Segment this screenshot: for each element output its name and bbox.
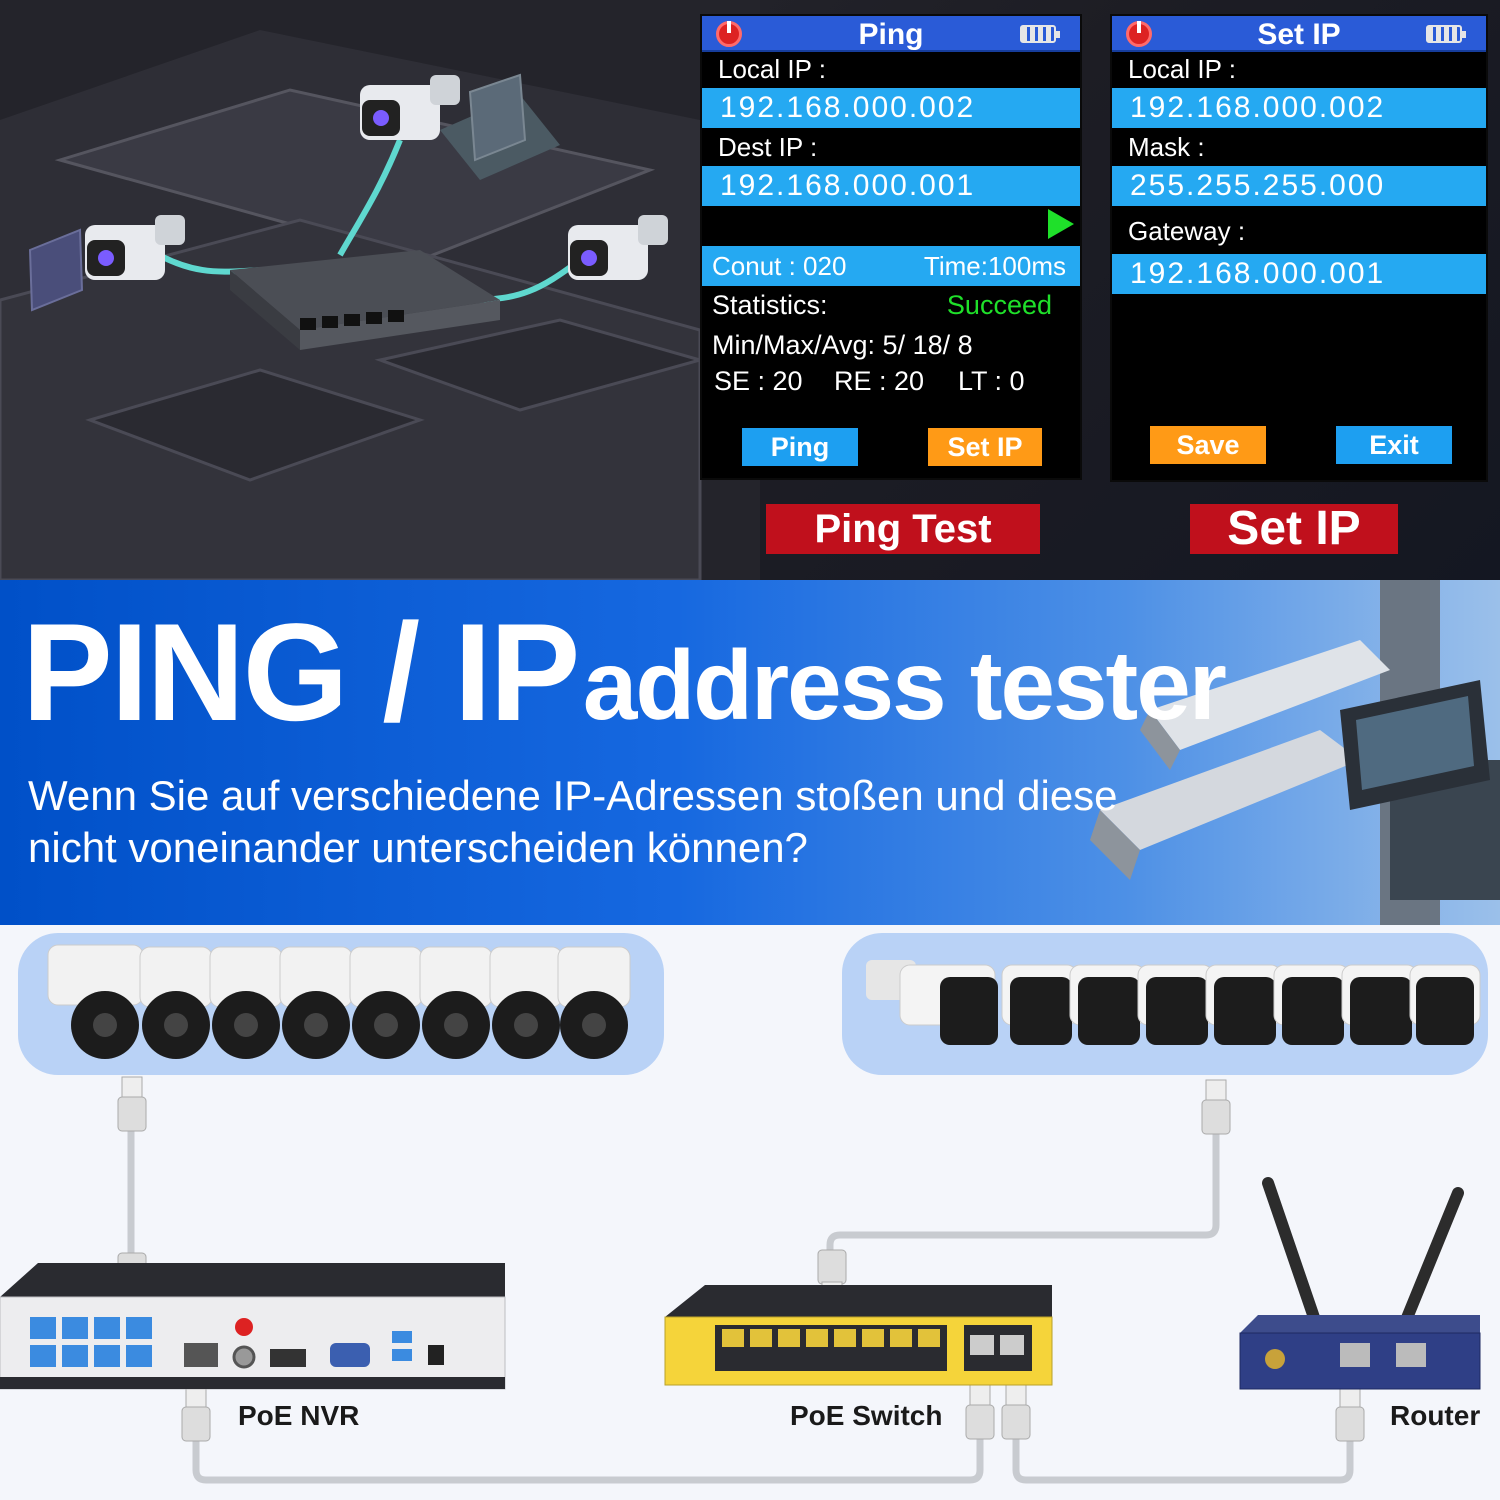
mask-value: 255.255.255.000 [1112, 166, 1486, 206]
cable [1012, 1435, 1354, 1484]
headline-banner: PING / IP address tester Wenn Sie auf ve… [0, 580, 1500, 925]
dome-camera-icon [489, 946, 563, 1059]
play-icon [1048, 209, 1074, 239]
ping-test-label: Ping Test [766, 504, 1040, 554]
rj45-plug-icon [1001, 1384, 1031, 1440]
gateway-value: 192.168.000.001 [1112, 254, 1486, 294]
switch-label: PoE Switch [790, 1400, 943, 1431]
bullet-camera-icon [1205, 964, 1282, 1045]
time-value: Time:100ms [923, 251, 1066, 281]
dome-camera-icon [47, 944, 144, 1059]
bullet-camera-icon [1341, 964, 1418, 1045]
local-ip-label: Local IP : [1128, 54, 1236, 84]
dome-camera-icon [279, 946, 353, 1059]
statistics-label: Statistics: [712, 290, 828, 320]
count-value: Conut : 020 [712, 251, 847, 281]
ping-button[interactable]: Ping [742, 428, 858, 466]
headline: PING / IP address tester [22, 594, 1227, 750]
subline-2: nicht voneinander unterscheiden können? [28, 824, 808, 871]
poe-nvr-device [0, 1263, 506, 1390]
rj45-plug-icon [181, 1386, 211, 1442]
dome-camera-icon [419, 946, 493, 1059]
ping-screen: Ping Local IP : 192.168.000.002 Dest IP … [700, 14, 1082, 480]
nvr-label: PoE NVR [238, 1400, 360, 1431]
router-label: Router [1390, 1400, 1481, 1431]
dome-camera-icon [139, 946, 213, 1059]
subline-1: Wenn Sie auf verschiedene IP-Adressen st… [28, 772, 1118, 819]
set-ip-button[interactable]: Set IP [928, 428, 1042, 466]
dome-camera-icon [349, 946, 423, 1059]
local-ip-label: Local IP : [718, 54, 826, 84]
headline-big: PING / IP [22, 594, 580, 750]
bullet-camera-icon [1273, 964, 1350, 1045]
power-icon [716, 21, 742, 47]
diagram-graphics [0, 944, 1481, 1484]
cable [826, 1125, 1220, 1265]
rj45-plug-icon [1201, 1079, 1231, 1135]
dome-camera-icon [209, 946, 283, 1059]
cable [337, 138, 403, 257]
dest-ip-label: Dest IP : [718, 132, 818, 162]
dest-ip-value: 192.168.000.001 [702, 166, 1080, 206]
cable [192, 1435, 984, 1484]
dome-camera-icon [557, 946, 631, 1059]
poe-switch-device [664, 1285, 1053, 1386]
network-diagram: PoE NVR PoE Switch Router [0, 925, 1500, 1500]
bullet-camera-icon [85, 215, 185, 280]
rj45-plug-icon [1335, 1386, 1365, 1442]
set-ip-screen: Set IP Local IP : 192.168.000.002 Mask :… [1110, 14, 1488, 482]
bullet-camera-icon [1001, 964, 1078, 1045]
rj45-plug-icon [965, 1384, 995, 1440]
set-ip-label: Set IP [1190, 504, 1398, 554]
ping-screen-title: Ping [858, 18, 924, 51]
bullet-camera-icon [1069, 964, 1146, 1045]
min-max-avg: Min/Max/Avg: 5/ 18/ 8 [712, 330, 973, 360]
mask-label: Mask : [1128, 132, 1205, 162]
local-ip-value: 192.168.000.002 [1112, 88, 1486, 128]
headline-small: address tester [582, 630, 1227, 740]
gateway-label: Gateway : [1128, 216, 1246, 246]
se-value: SE : 20 [714, 366, 803, 396]
save-button[interactable]: Save [1150, 426, 1266, 464]
battery-icon [1426, 25, 1466, 43]
surveillance-camera-photo [1090, 580, 1500, 925]
rj45-plug-icon [117, 1076, 147, 1132]
router-device [1239, 1177, 1481, 1390]
local-ip-value: 192.168.000.002 [702, 88, 1080, 128]
statistics-status: Succeed [946, 290, 1052, 320]
network-switch-box [230, 250, 500, 350]
bullet-camera-icon [1137, 964, 1214, 1045]
bullet-camera-icon [866, 960, 998, 1045]
bullet-camera-icon [360, 75, 460, 140]
bullet-camera-icon [1409, 964, 1481, 1045]
re-value: RE : 20 [834, 366, 925, 396]
ping-screen-header: Ping [702, 16, 1080, 52]
set-ip-screen-title: Set IP [1257, 18, 1341, 51]
set-ip-screen-header: Set IP [1112, 16, 1486, 52]
lt-value: LT : 0 [958, 366, 1025, 396]
battery-icon [1020, 25, 1060, 43]
power-icon [1126, 21, 1152, 47]
top-section: Ping Local IP : 192.168.000.002 Dest IP … [0, 0, 1500, 580]
count-time-bar: Conut : 020 Time:100ms [702, 246, 1080, 286]
exit-button[interactable]: Exit [1336, 426, 1452, 464]
network-scene-illustration [0, 0, 760, 580]
bullet-camera-icon [568, 215, 668, 280]
